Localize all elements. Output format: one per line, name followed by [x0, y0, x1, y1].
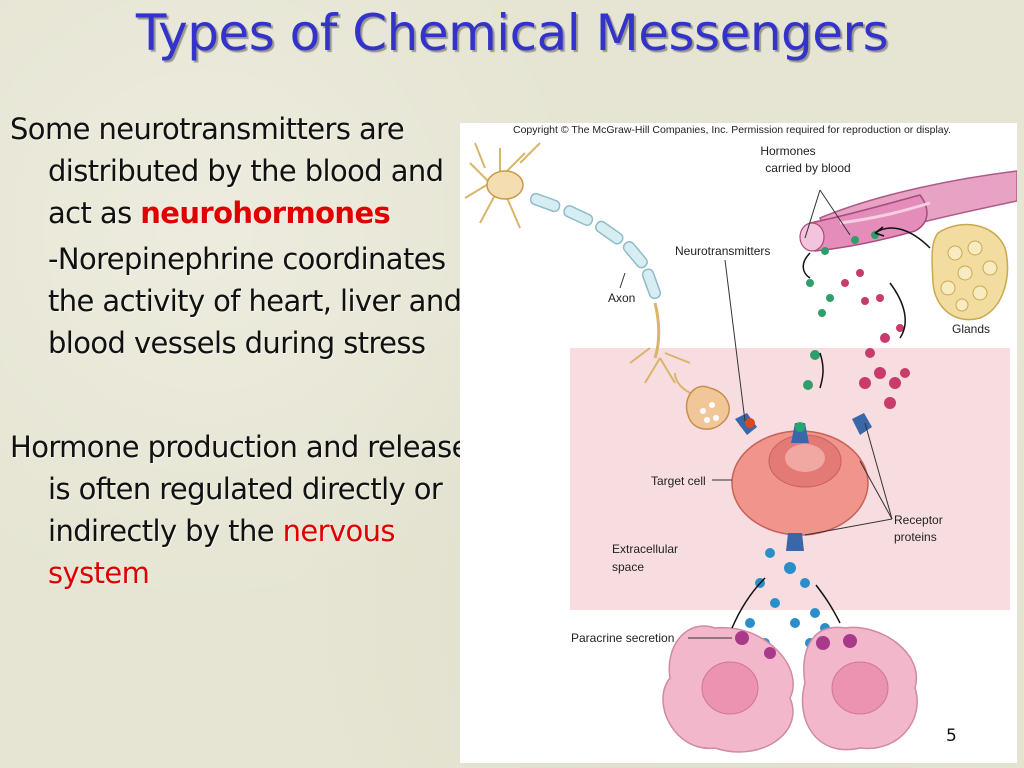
label-receptor-line-2: proteins [894, 530, 937, 544]
page-number: 5 [946, 726, 957, 746]
target-cell-illustration [731, 430, 869, 536]
hormone-molecules [841, 269, 910, 409]
label-neurotransmitters: Neurotransmitters [675, 244, 770, 258]
chemical-messengers-figure: Copyright © The McGraw-Hill Companies, I… [460, 123, 1017, 763]
label-axon: Axon [608, 291, 635, 305]
paragraph-2-text: Hormone production and release is often … [10, 430, 469, 548]
paragraph-1-text: Some neurotransmitters are distributed b… [10, 112, 444, 230]
leader-lines [619, 189, 893, 639]
glands-illustration [931, 223, 1009, 321]
label-glands: Glands [952, 322, 990, 336]
label-target-cell: Target cell [651, 474, 706, 488]
label-extracellular-line-2: space [612, 560, 644, 574]
paracrine-cells [662, 625, 918, 753]
label-receptor-line-1: Receptor [894, 513, 943, 527]
neurohormone-molecules [803, 231, 879, 390]
neuron-illustration [464, 142, 691, 384]
label-hormones-line-2: carried by blood [765, 161, 850, 175]
sub-point-norepinephrine: -Norepinephrine coordinates the activity… [48, 242, 462, 360]
label-extracellular-line-1: Extracellular [612, 542, 678, 556]
label-paracrine-secretion: Paracrine secretion [571, 631, 674, 645]
axon-myelin [529, 192, 662, 300]
slide-body: Some neurotransmitters are distributed b… [10, 108, 472, 594]
term-neurohormones: neurohormones [140, 196, 391, 230]
paragraph-hormone-regulation: Hormone production and release is often … [10, 426, 472, 594]
copyright-notice: Copyright © The McGraw-Hill Companies, I… [513, 124, 951, 136]
paragraph-neurohormones: Some neurotransmitters are distributed b… [10, 108, 472, 234]
flow-arrows [731, 226, 931, 629]
blood-vessel-illustration [799, 170, 1017, 252]
term-nervous-system: nervous system [48, 514, 396, 590]
label-hormones-line-1: Hormones [760, 144, 815, 158]
slide-title: Types of Chemical Messengers [135, 4, 889, 62]
